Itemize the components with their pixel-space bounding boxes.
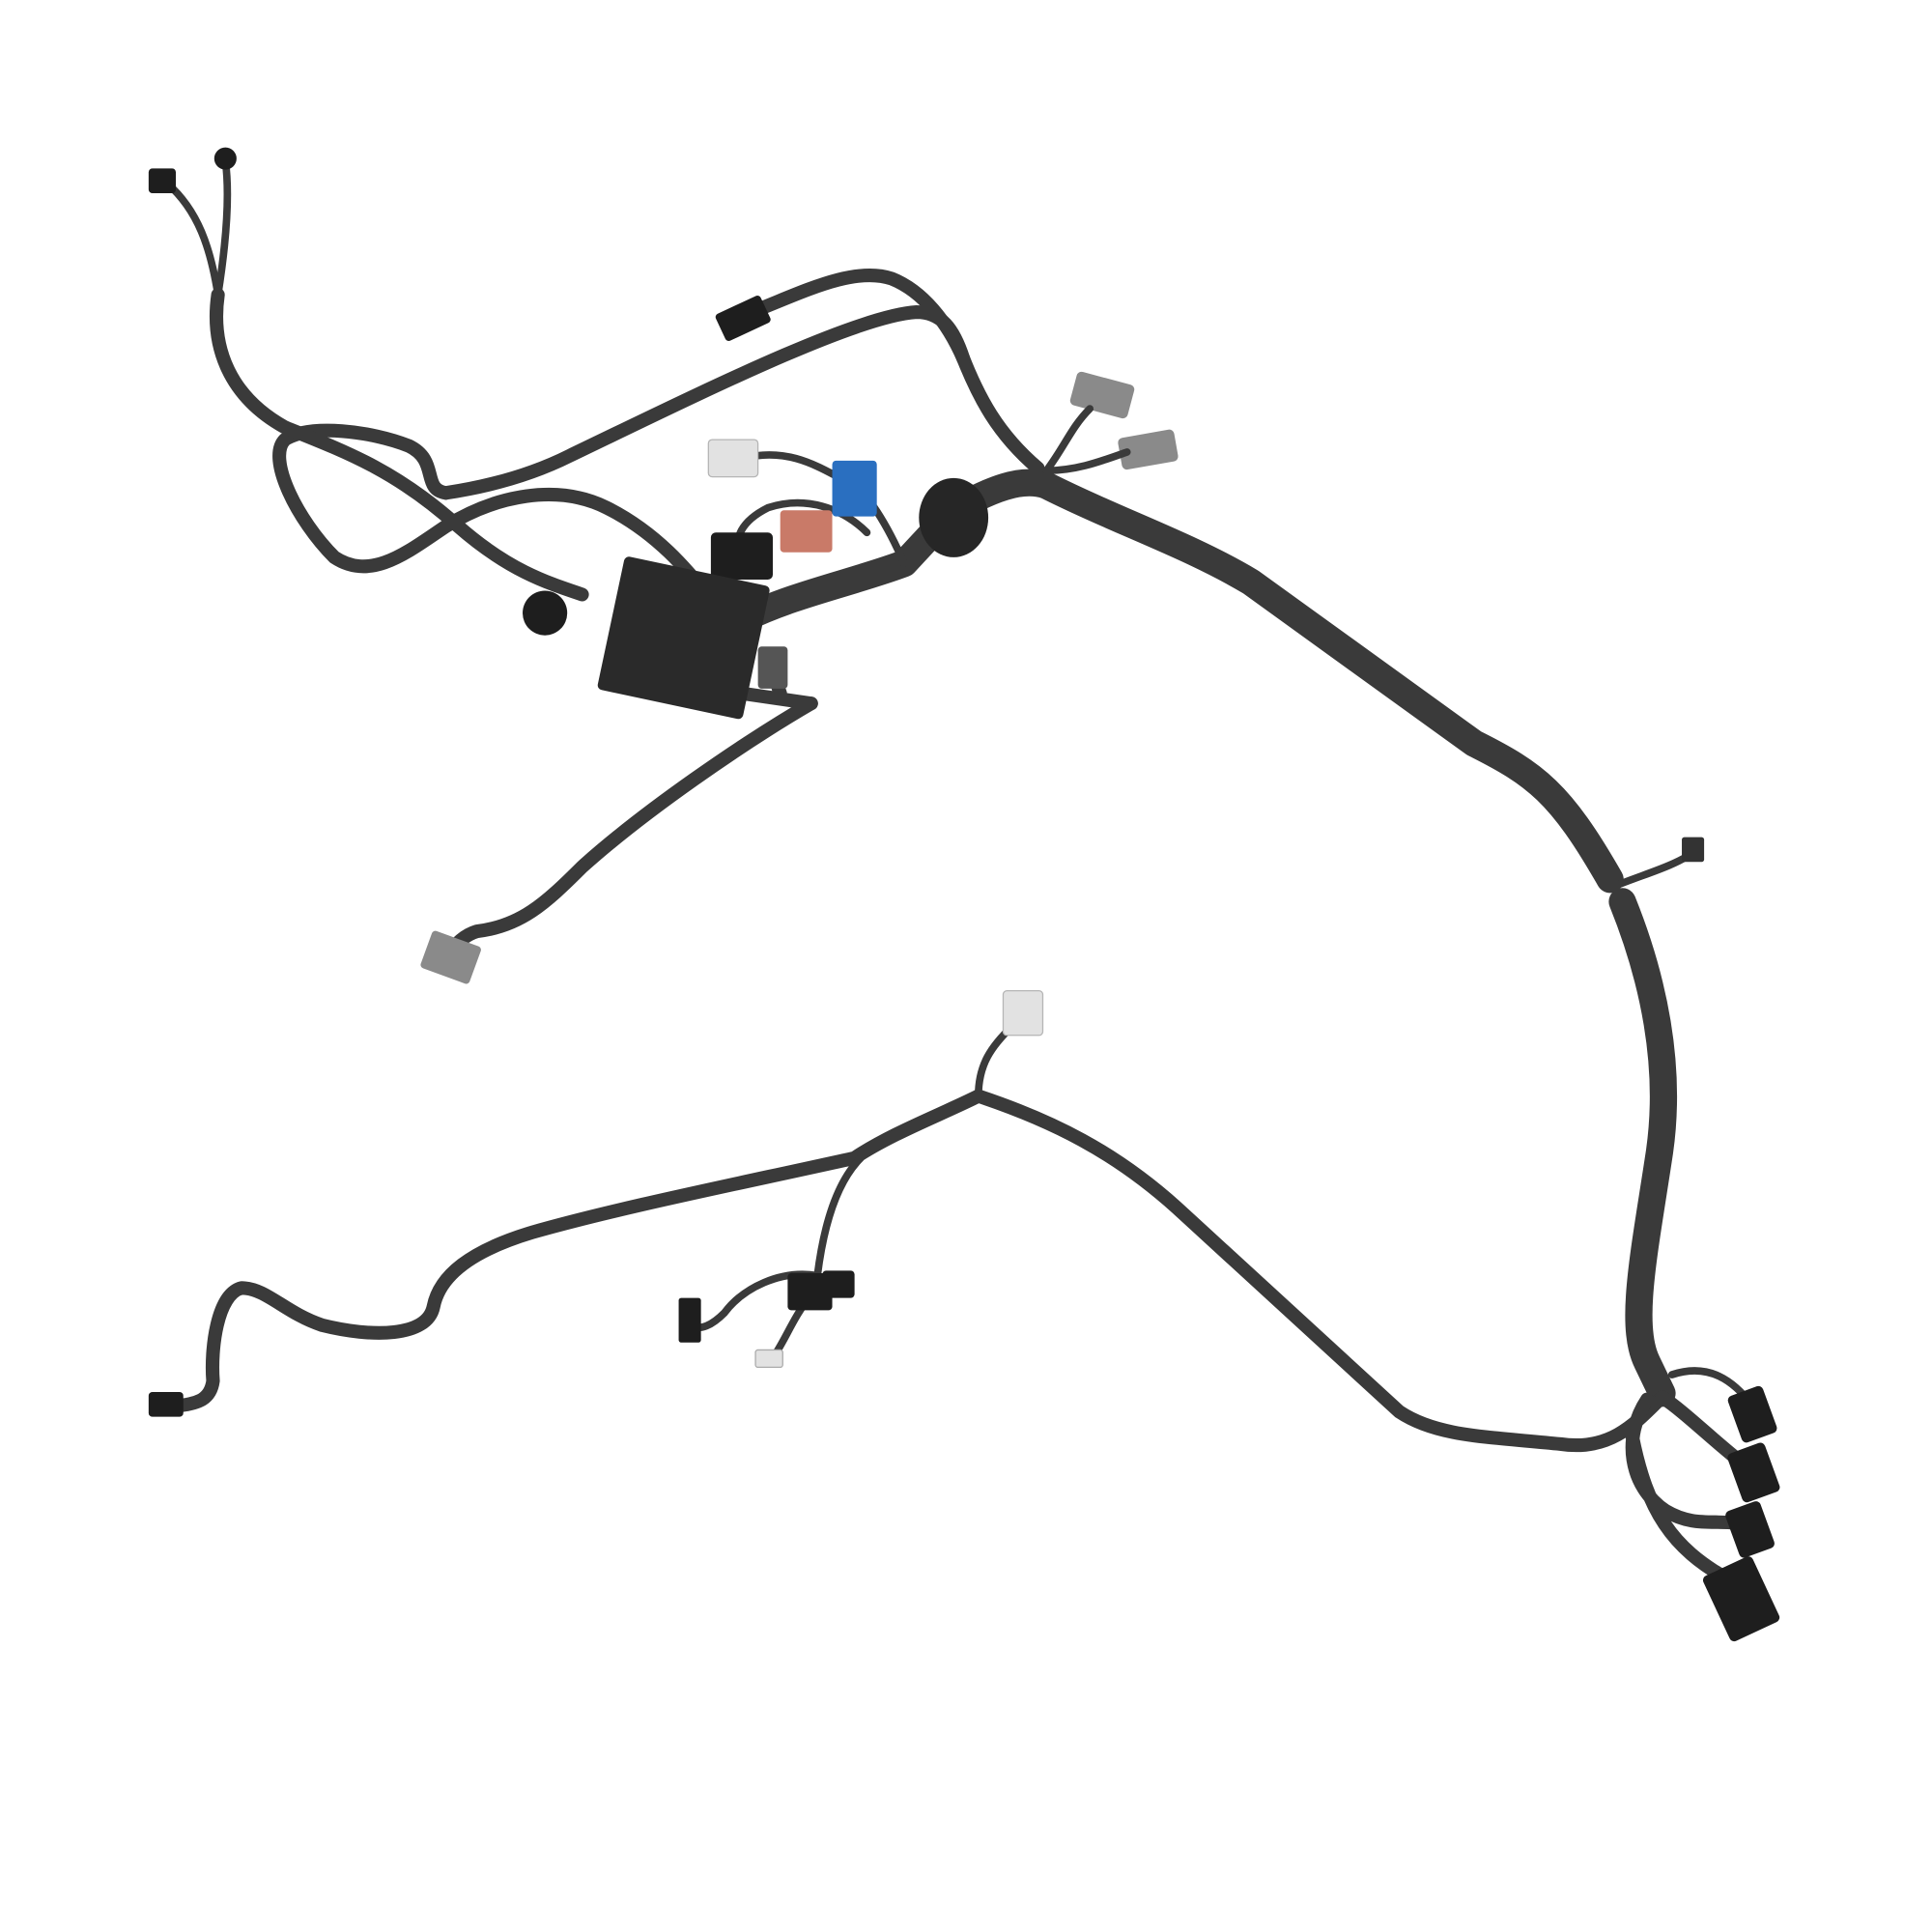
connector-gray-b [1118,429,1179,470]
grommet [919,477,989,557]
connector-gray-lower [420,930,481,984]
bottom-up-pigtail [974,1021,1017,1100]
connector-branch-top [751,269,971,366]
connector-black-center [710,532,773,580]
connector-bottom-c [822,1270,855,1298]
bottom-branch-left [172,1089,985,1413]
lower-left-branch [441,696,818,961]
connector-small-gray [757,646,788,689]
connector-salmon [780,510,833,553]
upper-branch [439,305,1045,500]
gray-connector-leads [1042,405,1131,475]
connector-white [707,439,759,478]
connector-small-right [1682,837,1705,863]
connector-bottom-white [754,1349,783,1369]
main-trunk-lower [1608,888,1678,1407]
top-left-pigtail-a [163,179,222,298]
fuse-block-connector [597,556,770,720]
connector-upper [715,295,771,342]
bottom-branch-right [971,1089,1669,1453]
connector-top-left-a [148,168,177,193]
right-fanout [1625,1390,1753,1586]
connector-blue [832,460,877,517]
connector-right-1 [1727,1385,1777,1443]
connector-top-left-b [213,147,237,170]
connector-right-4 [1702,1556,1780,1642]
main-trunk [940,469,1624,894]
connector-round [523,590,568,636]
left-loop [272,423,720,608]
connector-right-2 [1727,1442,1780,1503]
connector-gray-a [1069,371,1135,419]
connector-white-bottom [1002,990,1044,1037]
top-left-pigtail-b [213,156,232,298]
left-upper-branch [209,288,589,602]
connector-bottom-left [148,1392,184,1417]
connector-right-3 [1725,1501,1775,1558]
connector-bottom-b [787,1272,833,1311]
connector-bottom-a [678,1297,701,1343]
